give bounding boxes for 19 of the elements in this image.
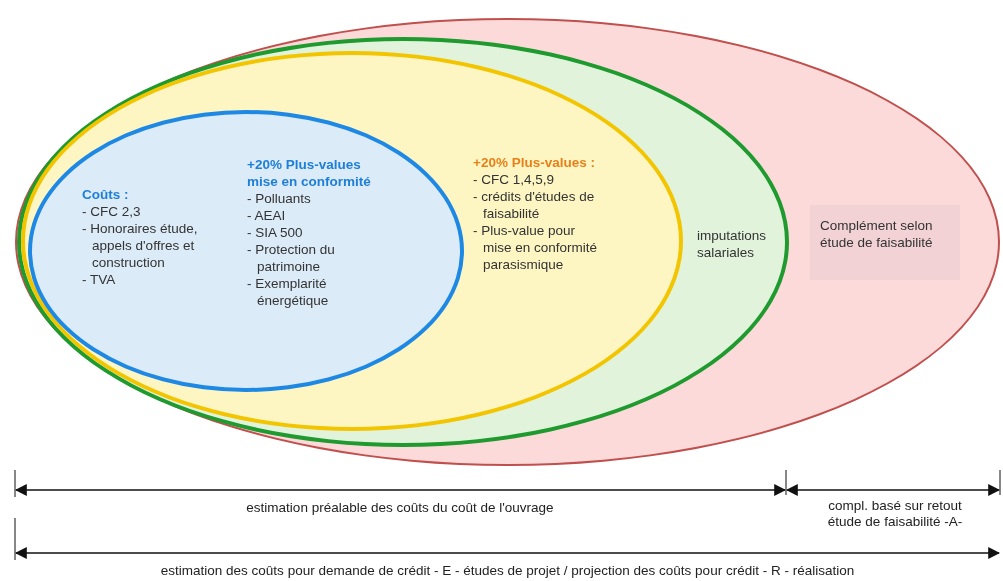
list-item: - Polluants: [247, 190, 312, 207]
dimension-label: estimation des coûts pour demande de crédit - E - études de projet / projection des coûts pour crédit - R - réalisation: [160, 563, 855, 578]
heading: +20% Plus-values :: [473, 154, 595, 171]
dimension-label: compl. basé sur retout étude de faisabilité -A-: [826, 498, 964, 530]
heading: +20% Plus-values mise en conformité: [247, 156, 372, 190]
list-item: - SIA 500: [247, 224, 303, 241]
dimension-label: estimation préalable des coûts du coût de l'ouvrage: [246, 500, 554, 515]
ellipse-label: imputations salariales: [697, 227, 768, 261]
list-item: - Plus-value pour mise en conformité parasismique: [473, 222, 598, 273]
list-item: - Honoraires étude, appels d'offres et construction: [82, 220, 199, 271]
list-item: - Protection du patrimoine: [247, 241, 336, 275]
list-item: - TVA: [82, 271, 117, 288]
note-text: Complément selon étude de faisabilité: [820, 217, 934, 251]
list-item: - CFC 1,4,5,9: [473, 171, 555, 188]
list-item: - crédits d'études de faisabilité: [473, 188, 596, 222]
list-item: - AEAI: [247, 207, 287, 224]
heading: Coûts :: [82, 186, 129, 203]
list-item: - Exemplarité énergétique: [247, 275, 330, 309]
list-item: - CFC 2,3: [82, 203, 141, 220]
